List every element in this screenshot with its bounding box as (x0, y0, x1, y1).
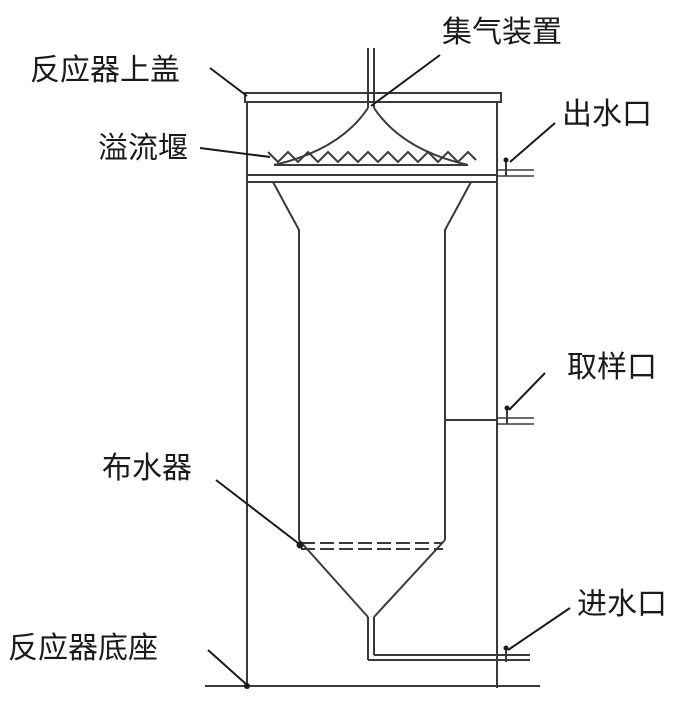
inlet-pipe (367, 617, 530, 661)
label-reactor-lid: 反应器上盖 (30, 53, 180, 88)
reactor-base (205, 683, 540, 689)
leader-water-distributor (215, 479, 299, 544)
leader-gas-collector (370, 54, 441, 107)
label-reactor-base: 反应器底座 (8, 631, 158, 666)
gas-collector (273, 48, 469, 166)
outer-frame (246, 96, 498, 688)
overflow-weir (267, 150, 477, 164)
leader-reactor-base (207, 649, 247, 685)
water-distributor (296, 541, 443, 550)
leader-water-outlet (509, 122, 556, 163)
label-sampling-port: 取样口 (567, 350, 657, 385)
leader-sampling-port (508, 372, 546, 411)
water-outlet-valve (497, 157, 534, 177)
label-gas-collector: 集气装置 (442, 15, 562, 50)
label-water-distributor: 布水器 (102, 451, 192, 486)
leader-lines (199, 54, 571, 685)
leader-water-inlet (507, 607, 571, 651)
sampling-port-valve (497, 405, 534, 425)
label-water-inlet: 进水口 (577, 587, 667, 622)
water-inlet-valve (503, 645, 509, 662)
label-water-outlet: 出水口 (562, 97, 652, 132)
inner-column (272, 181, 497, 618)
label-overflow-weir: 溢流堰 (98, 131, 188, 166)
separator-plate (246, 174, 498, 183)
leader-overflow-weir (199, 147, 271, 158)
leader-reactor-lid (209, 67, 248, 97)
labels: 反应器上盖 集气装置 溢流堰 出水口 取样口 布水器 进水口 反应器底座 (8, 15, 667, 666)
